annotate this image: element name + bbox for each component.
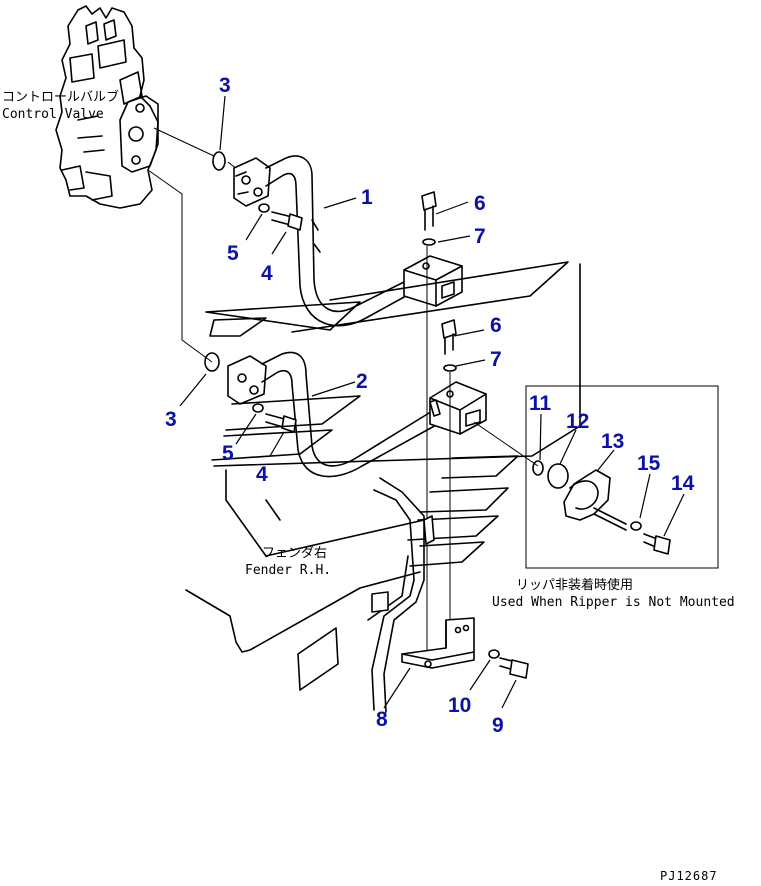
callout-part-6-upper: 6 — [474, 192, 486, 215]
callout-part-8: 8 — [376, 708, 388, 731]
callout-leaders — [179, 95, 685, 709]
callout-part-5-upper: 5 — [227, 242, 239, 265]
ripper-inset — [473, 385, 719, 569]
lower-block-drawing — [429, 381, 487, 435]
drawing-code: PJ12687 — [660, 869, 718, 883]
upper-bolt-drawing — [421, 191, 437, 246]
callout-part-2: 2 — [356, 370, 368, 393]
callout-part-6-lower: 6 — [490, 314, 502, 337]
callout-part-10: 10 — [448, 694, 471, 717]
callout-part-3-upper: 3 — [219, 74, 231, 97]
callout-part-7-lower: 7 — [490, 348, 502, 371]
fender-label-jp: フェンダ右 — [262, 546, 327, 561]
callout-part-12: 12 — [566, 410, 589, 433]
control-valve-drawing — [55, 5, 159, 209]
upper-block-drawing — [403, 255, 463, 307]
tube-1-drawing — [233, 155, 407, 327]
callout-part-4-lower: 4 — [256, 463, 268, 486]
callout-part-14: 14 — [671, 472, 695, 495]
control-valve-label-en: Control Valve — [2, 107, 104, 122]
harness-drawing — [371, 477, 435, 713]
bolt-9-drawing — [488, 649, 529, 679]
bracket-8-drawing — [401, 617, 475, 669]
callout-part-1: 1 — [361, 186, 373, 209]
callout-part-5-lower: 5 — [222, 442, 234, 465]
fender-label-en: Fender R.H. — [245, 563, 331, 578]
callout-part-13: 13 — [601, 430, 624, 453]
callout-part-11: 11 — [529, 392, 552, 415]
tube-2-drawing — [227, 351, 439, 478]
callout-part-3-lower: 3 — [165, 408, 177, 431]
lower-bolt-drawing — [441, 319, 457, 372]
callout-part-7-upper: 7 — [474, 225, 486, 248]
fender-drawing — [185, 261, 581, 691]
o-ring-lower — [204, 352, 220, 372]
o-ring-upper — [212, 151, 226, 171]
bolt-4-upper-drawing — [258, 203, 303, 231]
ripper-note-en: Used When Ripper is Not Mounted — [492, 595, 735, 610]
callout-part-4-upper: 4 — [261, 262, 273, 285]
callout-part-9: 9 — [492, 714, 504, 737]
ripper-note-jp: リッパ非装着時使用 — [516, 577, 633, 593]
callout-part-15: 15 — [637, 452, 661, 475]
control-valve-label-jp: コントロールバルブ — [2, 89, 119, 105]
